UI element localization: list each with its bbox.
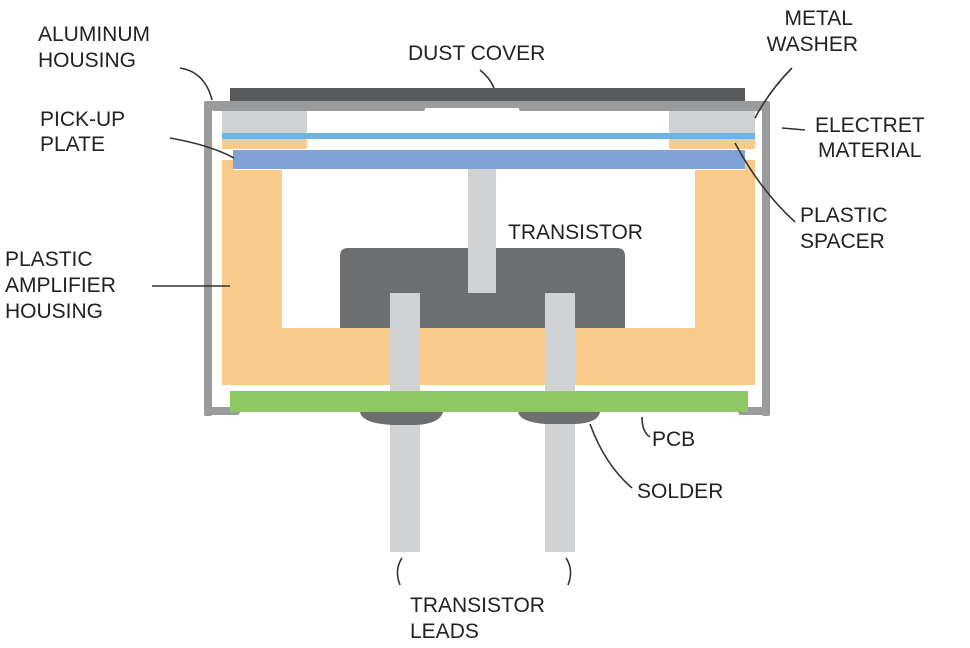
leader-electret [781,127,806,131]
leader-dust-cover [479,69,495,89]
label-plastic-spacer: PLASTIC SPACER [800,204,893,253]
plastic-spacer [222,139,755,149]
label-transistor: TRANSISTOR [508,221,643,244]
label-transistor-leads: TRANSISTOR LEADS [410,594,551,643]
transistor-gate-stem-overlap [468,248,496,293]
leader-solder [589,423,633,489]
label-electret-material: ELECTRET MATERIAL [815,114,930,162]
dust-cover [230,88,745,101]
bracket-lead-left [396,557,403,586]
leader-metal-washer [754,67,793,119]
label-aluminum-housing: ALUMINUM HOUSING [38,23,156,72]
metal-washer [222,111,755,133]
label-solder: SOLDER [637,480,723,503]
label-plastic-amplifier-housing: PLASTIC AMPLIFIER HOUSING [5,248,122,323]
pcb [230,391,748,412]
label-pickup-plate: PICK-UP PLATE [40,108,131,156]
solder [360,412,600,425]
leader-pickup-plate [169,137,235,159]
pickup-plate [233,150,745,169]
electret-material [222,133,755,139]
plastic-amplifier-housing [222,160,755,385]
label-dust-cover: DUST COVER [408,42,545,65]
lead-overlap [390,424,575,430]
leader-aluminum-housing [179,67,213,101]
bracket-lead-right [565,557,572,586]
leader-plastic-spacer [734,142,796,223]
aluminum-housing [204,101,770,416]
label-metal-washer: METAL WASHER [767,7,858,56]
label-pcb: PCB [652,428,695,451]
leader-pcb [641,416,651,438]
